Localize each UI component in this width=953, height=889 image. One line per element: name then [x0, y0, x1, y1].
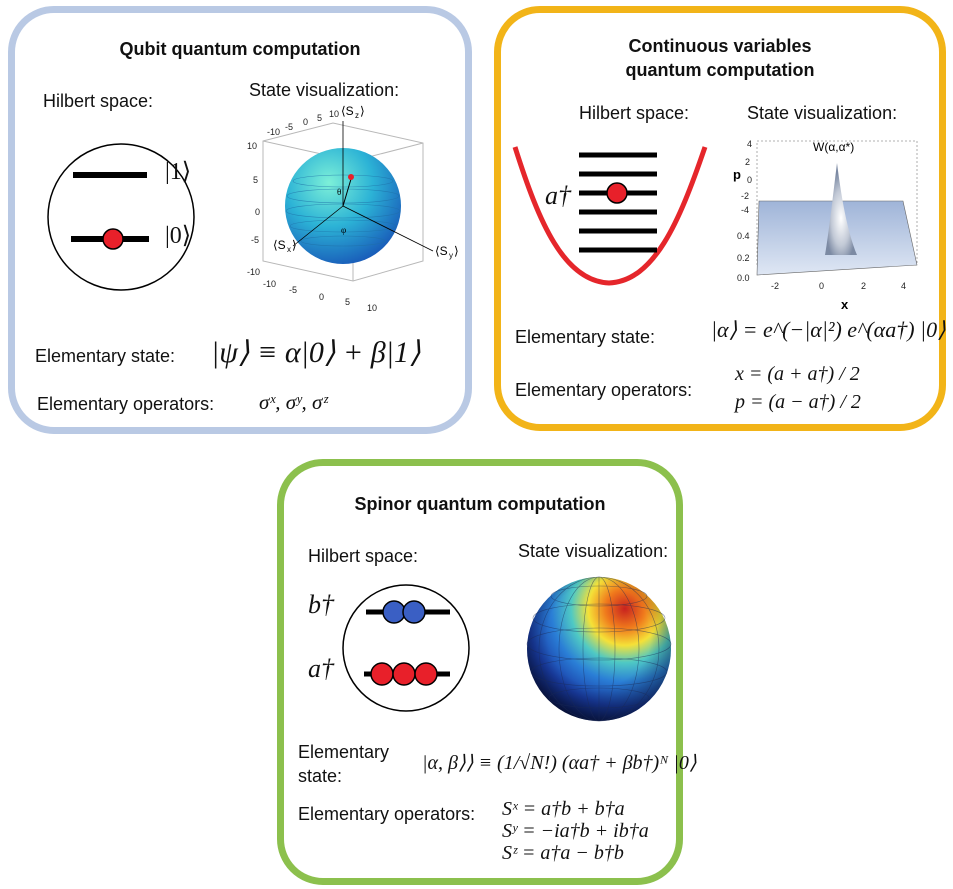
wigner-tick-labels: 4 2 0 -2 -4 0.4 0.2 0.0 -2 0 2 4 [737, 139, 906, 291]
svg-text:y: y [449, 251, 453, 260]
cv-elementary-ops-label: Elementary operators: [515, 380, 693, 400]
a-particle-3 [414, 662, 438, 686]
svg-text:-5: -5 [285, 122, 293, 132]
qubit-elementary-state: |ψ⟩ ≡ α|0⟩ + β|1⟩ [211, 336, 421, 369]
qubit-hilbert-diagram [47, 143, 195, 291]
svg-text:⟩: ⟩ [292, 238, 297, 252]
b-particle-1 [382, 600, 406, 624]
theta-label: θ [337, 187, 341, 197]
svg-text:0.2: 0.2 [737, 253, 750, 263]
qubit-elementary-ops-label: Elementary operators: [37, 394, 215, 414]
svg-text:4: 4 [747, 139, 752, 149]
svg-text:-10: -10 [247, 267, 260, 277]
svg-text:-2: -2 [771, 281, 779, 291]
svg-text:5: 5 [317, 113, 322, 123]
cv-op-x: x = (a + a†) / 2 [735, 363, 860, 385]
state-point [348, 174, 354, 180]
svg-text:-10: -10 [263, 279, 276, 289]
svg-text:0.4: 0.4 [737, 231, 750, 241]
wigner-title: W(α,α*) [813, 140, 854, 154]
cv-hilbert-label: Hilbert space: [579, 103, 690, 123]
ket-0-label: |0⟩ [165, 223, 192, 249]
hilbert-circle [47, 143, 195, 291]
b-particle-2 [402, 600, 426, 624]
sx-axis [292, 205, 344, 247]
svg-text:-10: -10 [267, 127, 280, 137]
wigner-peak [825, 163, 857, 255]
cv-creation-op: a† [545, 181, 571, 210]
svg-text:x: x [287, 245, 291, 254]
spinor-hilbert-label: Hilbert space: [308, 546, 419, 566]
sy-axis [342, 205, 434, 252]
svg-text:0.0: 0.0 [737, 273, 750, 283]
svg-text:10: 10 [247, 141, 257, 151]
spinor-op-sy: Sʸ = −ia†b + ib†a [502, 820, 649, 842]
svg-text:⟩: ⟩ [360, 104, 365, 118]
svg-text:0: 0 [747, 175, 752, 185]
qubit-elementary-ops: σˣ, σʸ, σᶻ [259, 390, 328, 414]
svg-text:5: 5 [253, 175, 258, 185]
cv-elementary-state-label: Elementary state: [515, 327, 656, 347]
wigner-plot: W(α,α*) p x 4 2 0 -2 -4 0.4 0.2 0.0 -2 0… [733, 139, 918, 312]
spinor-elementary-state: |α, β⟩⟩ ≡ (1/√N!) (αa† + βb†)ᴺ |0⟩ [422, 752, 697, 774]
svg-text:0: 0 [819, 281, 824, 291]
svg-text:10: 10 [329, 109, 339, 119]
cv-elementary-state: |α⟩ = e^(−|α|²) e^(αa†) |0⟩ [711, 317, 946, 342]
potential-curve [512, 146, 708, 286]
qubit-panel: Qubit quantum computation Hilbert space:… [8, 6, 472, 434]
qubit-title: Qubit quantum computation [119, 39, 361, 59]
cv-title-line1: Continuous variables [628, 36, 812, 56]
harmonic-potential-diagram [512, 146, 708, 286]
sphere-grid [526, 576, 672, 722]
spinor-op-sx: Sˣ = a†b + b†a [502, 798, 625, 820]
svg-text:2: 2 [861, 281, 866, 291]
spinor-op-sz: Sᶻ = a†a − b†b [502, 842, 624, 864]
cv-title-line2: quantum computation [625, 60, 815, 80]
a-particle-1 [370, 662, 394, 686]
spinor-hilbert-diagram [342, 584, 470, 712]
cv-particle [606, 182, 628, 204]
qubit-particle [102, 228, 124, 250]
cv-state-vis-label: State visualization: [747, 103, 898, 123]
spinor-elementary-ops-label: Elementary operators: [298, 804, 476, 824]
svg-text:4: 4 [901, 281, 906, 291]
spinor-title: Spinor quantum computation [354, 494, 606, 514]
spinor-state-vis-label: State visualization: [518, 541, 669, 561]
qubit-hilbert-label: Hilbert space: [43, 91, 154, 111]
cv-op-p: p = (a − a†) / 2 [735, 391, 861, 413]
ket-1-label: |1⟩ [165, 159, 192, 185]
qubit-elementary-state-label: Elementary state: [35, 346, 176, 366]
phi-label: φ [341, 225, 346, 235]
svg-text:-5: -5 [289, 285, 297, 295]
x-axis-label: x [841, 297, 849, 312]
svg-text:-4: -4 [741, 205, 749, 215]
spinor-sphere [526, 576, 672, 722]
svg-text:0: 0 [303, 117, 308, 127]
svg-text:0: 0 [319, 292, 324, 302]
qubit-state-vis-label: State visualization: [249, 80, 400, 100]
spinor-elementary-state-label-2: state: [298, 766, 343, 786]
svg-text:z: z [355, 111, 359, 120]
sy-label: ⟨S [435, 244, 448, 258]
spinor-panel: Spinor quantum computation Hilbert space… [277, 459, 697, 885]
sz-label: ⟨S [341, 104, 354, 118]
spinor-elementary-state-label-1: Elementary [298, 742, 390, 762]
svg-text:-5: -5 [251, 235, 259, 245]
svg-text:5: 5 [345, 297, 350, 307]
svg-text:⟩: ⟩ [454, 244, 459, 258]
svg-text:10: 10 [367, 303, 377, 313]
svg-text:-2: -2 [741, 191, 749, 201]
sx-label: ⟨S [273, 238, 286, 252]
svg-text:2: 2 [745, 157, 750, 167]
b-dagger-label: b† [308, 590, 334, 619]
a-particle-2 [392, 662, 416, 686]
a-dagger-label: a† [308, 654, 334, 683]
p-axis-label: p [733, 167, 741, 182]
svg-text:0: 0 [255, 207, 260, 217]
cv-panel: Continuous variables quantum computation… [494, 6, 946, 431]
